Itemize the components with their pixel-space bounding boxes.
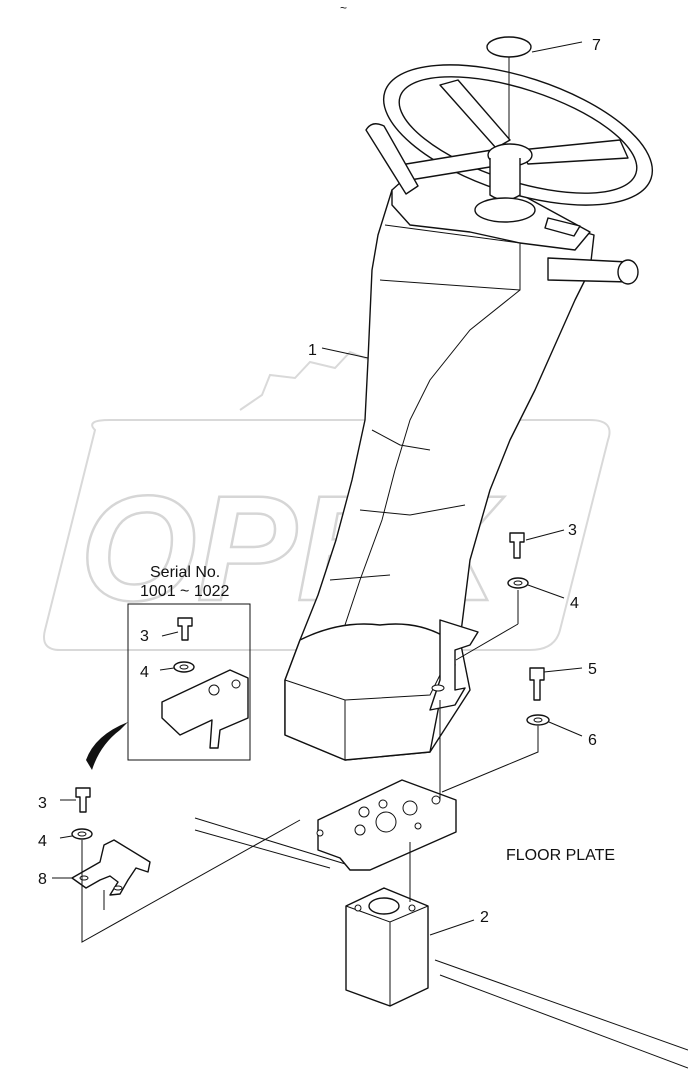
callout-6: 6 — [588, 732, 597, 749]
callout-3-right: 3 — [568, 522, 577, 539]
serial-range: 1001 ~ 1022 — [140, 583, 230, 600]
steering-wheel — [382, 64, 654, 223]
callout-3-lower: 3 — [38, 795, 47, 812]
column-inner-line-3 — [371, 429, 431, 451]
shaft-collar — [474, 197, 536, 223]
horn-cap — [486, 36, 532, 58]
leader-lines — [52, 41, 583, 943]
column-inner-line-4 — [359, 504, 466, 516]
valve-body — [345, 887, 429, 1007]
serial-label: Serial No. — [150, 564, 220, 581]
wheel-spoke-upper — [439, 79, 511, 149]
steering-valve-unit — [345, 887, 429, 1007]
column-inner-line-5 — [329, 574, 391, 581]
serial-inset: Serial No. 1001 ~ 1022 — [127, 564, 251, 761]
column-levers — [365, 123, 639, 285]
callout-2: 2 — [480, 909, 489, 926]
bolt-3-right — [509, 532, 525, 559]
callout-numbers: 7 1 3 4 5 6 3 4 3 4 8 2 — [38, 37, 601, 926]
floor-line-3 — [434, 959, 688, 1051]
right-lever-knob — [617, 259, 639, 285]
floor-line-4 — [439, 974, 688, 1069]
watermark-frame-outline — [43, 419, 611, 651]
callout-4-inset: 4 — [140, 664, 149, 681]
valve-port — [368, 897, 400, 915]
floor-plate-label: FLOOR PLATE — [506, 847, 615, 864]
callout-7: 7 — [592, 37, 601, 54]
left-lever — [365, 123, 419, 195]
lower-left-bracket-group — [71, 787, 151, 896]
inset-arrow — [86, 722, 128, 770]
column-base-shroud — [284, 623, 456, 761]
callout-5: 5 — [588, 661, 597, 678]
inset-plate — [161, 669, 249, 749]
floor-plate — [194, 779, 688, 1069]
top-mark: ~ — [340, 1, 347, 15]
column-inner-line-2 — [379, 279, 521, 291]
column-base-front — [284, 664, 446, 701]
serial-inset-frame — [127, 603, 251, 761]
flange-hole — [431, 684, 445, 692]
callout-1: 1 — [308, 342, 317, 359]
callout-4-lower: 4 — [38, 833, 47, 850]
callout-8: 8 — [38, 871, 47, 888]
floor-line-1 — [194, 817, 366, 871]
bolt-3-inset — [177, 617, 193, 641]
callout-4-right: 4 — [570, 595, 579, 612]
column-inner-line-1 — [339, 224, 521, 641]
steering-column-housing — [284, 171, 595, 761]
small-switch — [544, 217, 581, 237]
right-fasteners — [507, 532, 550, 726]
wheel-shaft — [489, 158, 521, 201]
callout-3-inset: 3 — [140, 628, 149, 645]
bracket-8 — [71, 839, 151, 896]
bolt-5 — [529, 667, 545, 701]
floor-line-2 — [194, 829, 331, 869]
bolt-3-lower — [75, 787, 91, 813]
